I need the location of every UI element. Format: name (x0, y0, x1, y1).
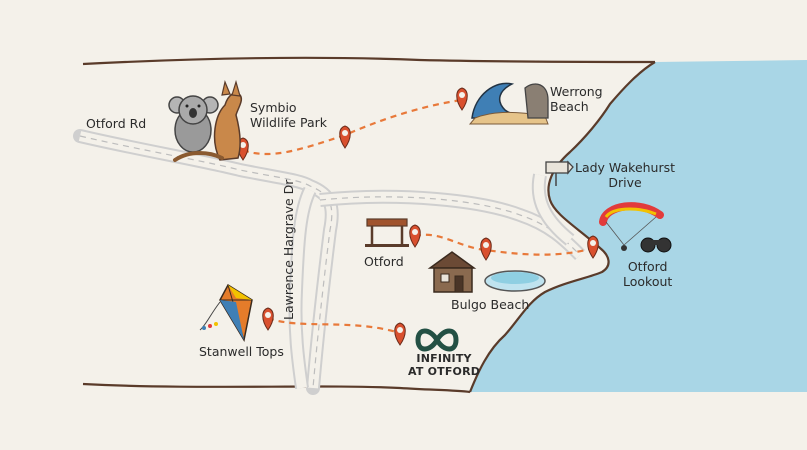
wave-icon (468, 82, 549, 125)
kangaroo-icon (173, 79, 243, 162)
ocean-area (470, 60, 807, 392)
road-label-otford-rd: Otford Rd (86, 116, 147, 131)
place-label-line: Beach (550, 99, 589, 114)
place-label-line: Werrong (550, 84, 603, 99)
infinity-icon (415, 328, 459, 352)
place-label-line: Lookout (623, 274, 673, 289)
coastline (468, 61, 656, 393)
routes (242, 98, 594, 335)
map-pin-icon (237, 87, 599, 346)
place-label-line: Wildlife Park (250, 115, 327, 130)
place-label-symbio: Symbio Wildlife Park (250, 100, 327, 130)
map-border-bottom (82, 382, 471, 394)
place-label-line: AT OTFORD (408, 365, 481, 378)
place-label-infinity-at-otford: INFINITY AT OTFORD (408, 352, 480, 378)
map-border-top (82, 56, 656, 66)
paraglider-icon (599, 202, 664, 251)
kite-icon (199, 283, 253, 343)
pool-icon (484, 270, 546, 292)
place-label-otford: Otford (364, 254, 404, 269)
koala-icon (168, 95, 219, 153)
road-label-lady-wakehurst: Lady Wakehurst Drive (575, 160, 675, 190)
signpost-icon (545, 160, 574, 186)
road-label-lawrence-hargrave: Lawrence Hargrave Dr (281, 179, 296, 320)
place-label-line: Lady Wakehurst (575, 160, 676, 175)
binoculars-icon (640, 237, 672, 253)
place-label-werrong: Werrong Beach (550, 84, 603, 114)
house-icon (427, 251, 477, 293)
place-label-line: Otford (627, 259, 668, 274)
place-label-line: Drive (608, 175, 642, 190)
place-label-line: Symbio (250, 100, 297, 115)
place-label-otford-lookout: Otford Lookout (623, 259, 672, 289)
place-label-line: INFINITY (416, 352, 472, 365)
shelter-icon (365, 218, 409, 247)
place-label-stanwell-tops: Stanwell Tops (199, 344, 284, 359)
place-label-bulgo-beach: Bulgo Beach (451, 297, 530, 312)
